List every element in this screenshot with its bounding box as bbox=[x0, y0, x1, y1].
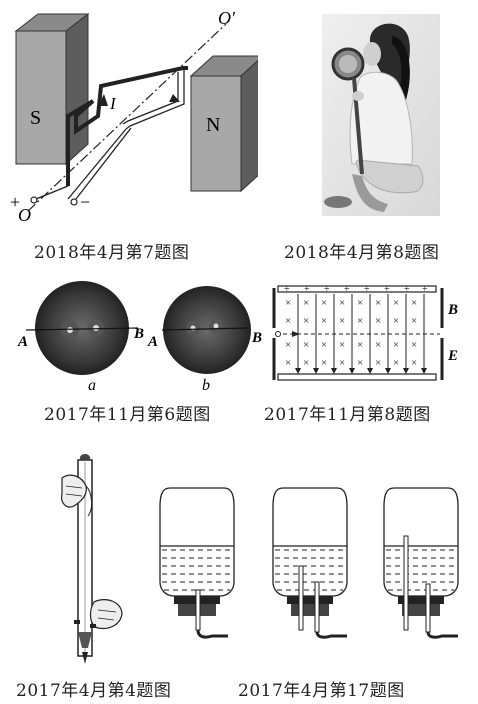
magnet-coil-figure: S N O′ O I + − bbox=[10, 8, 258, 225]
svg-text:×: × bbox=[303, 297, 309, 309]
photo-b-label-B: B bbox=[251, 330, 262, 346]
caption-fig5: 2017年4月第4题图 bbox=[16, 681, 172, 701]
svg-text:×: × bbox=[393, 357, 399, 369]
svg-text:×: × bbox=[285, 339, 291, 351]
svg-text:×: × bbox=[303, 357, 309, 369]
svg-text:+: + bbox=[422, 284, 428, 295]
bottle-3 bbox=[383, 487, 459, 639]
field-e-label: E bbox=[447, 348, 458, 364]
svg-text:×: × bbox=[303, 339, 309, 351]
axis-o-prime-label: O′ bbox=[218, 8, 236, 28]
bottle-2 bbox=[272, 487, 348, 639]
svg-text:+: + bbox=[324, 284, 330, 295]
photo-a-label-B: B bbox=[133, 326, 144, 342]
svg-text:×: × bbox=[411, 297, 417, 309]
svg-text:×: × bbox=[285, 297, 291, 309]
caption-fig1: 2018年4月第7题图 bbox=[34, 243, 190, 263]
caption-fig2: 2018年4月第8题图 bbox=[284, 243, 440, 263]
svg-text:×: × bbox=[411, 339, 417, 351]
svg-text:×: × bbox=[357, 339, 363, 351]
svg-text:×: × bbox=[375, 297, 381, 309]
photo-a-caption: a bbox=[88, 377, 96, 394]
svg-text:+: + bbox=[304, 284, 310, 295]
svg-text:+: + bbox=[364, 284, 370, 295]
svg-text:×: × bbox=[375, 357, 381, 369]
svg-text:+: + bbox=[284, 284, 290, 295]
svg-text:×: × bbox=[375, 315, 381, 327]
photo-b bbox=[161, 286, 251, 374]
photo-a-label-A: A bbox=[17, 334, 28, 350]
photo-a bbox=[25, 281, 139, 375]
svg-text:×: × bbox=[375, 339, 381, 351]
svg-text:+: + bbox=[384, 284, 390, 295]
svg-text:×: × bbox=[339, 297, 345, 309]
terminal-minus-label: − bbox=[80, 192, 90, 212]
svg-text:×: × bbox=[321, 357, 327, 369]
girl-photo-figure bbox=[322, 14, 440, 216]
magnet-n-label: N bbox=[206, 114, 220, 136]
crossed-fields-figure: + + + + + + + + × × × × × × × × × × × × × × × × × × × × × × × × × × × ×… bbox=[272, 284, 458, 381]
svg-text:×: × bbox=[357, 297, 363, 309]
tube-hands-figure bbox=[61, 454, 123, 664]
magnet-s-label: S bbox=[30, 107, 41, 129]
caption-fig4: 2017年11月第8题图 bbox=[264, 405, 431, 425]
svg-text:×: × bbox=[303, 315, 309, 327]
svg-text:×: × bbox=[357, 315, 363, 327]
svg-text:×: × bbox=[339, 339, 345, 351]
svg-text:+: + bbox=[404, 284, 410, 295]
three-bottles-figure bbox=[159, 487, 459, 639]
field-b-label: B bbox=[447, 302, 458, 318]
svg-text:×: × bbox=[411, 315, 417, 327]
svg-text:×: × bbox=[321, 315, 327, 327]
axis-o-label: O bbox=[18, 205, 31, 225]
caption-fig6: 2017年4月第17题图 bbox=[238, 681, 405, 701]
svg-text:×: × bbox=[411, 357, 417, 369]
bubble-photos-figure: A B a A B b bbox=[17, 281, 262, 394]
svg-text:×: × bbox=[321, 297, 327, 309]
svg-text:×: × bbox=[393, 339, 399, 351]
svg-text:×: × bbox=[285, 315, 291, 327]
svg-text:×: × bbox=[285, 357, 291, 369]
bottle-1 bbox=[159, 487, 235, 639]
svg-text:×: × bbox=[393, 297, 399, 309]
svg-text:×: × bbox=[393, 315, 399, 327]
svg-text:×: × bbox=[357, 357, 363, 369]
terminal-plus-label: + bbox=[10, 192, 20, 212]
svg-text:×: × bbox=[321, 339, 327, 351]
photo-b-label-A: A bbox=[147, 334, 158, 350]
photo-b-caption: b bbox=[202, 377, 210, 394]
svg-text:+: + bbox=[344, 284, 350, 295]
svg-text:×: × bbox=[339, 357, 345, 369]
caption-fig3: 2017年11月第6题图 bbox=[44, 405, 211, 425]
svg-text:×: × bbox=[339, 315, 345, 327]
current-i-label: I bbox=[109, 94, 117, 113]
